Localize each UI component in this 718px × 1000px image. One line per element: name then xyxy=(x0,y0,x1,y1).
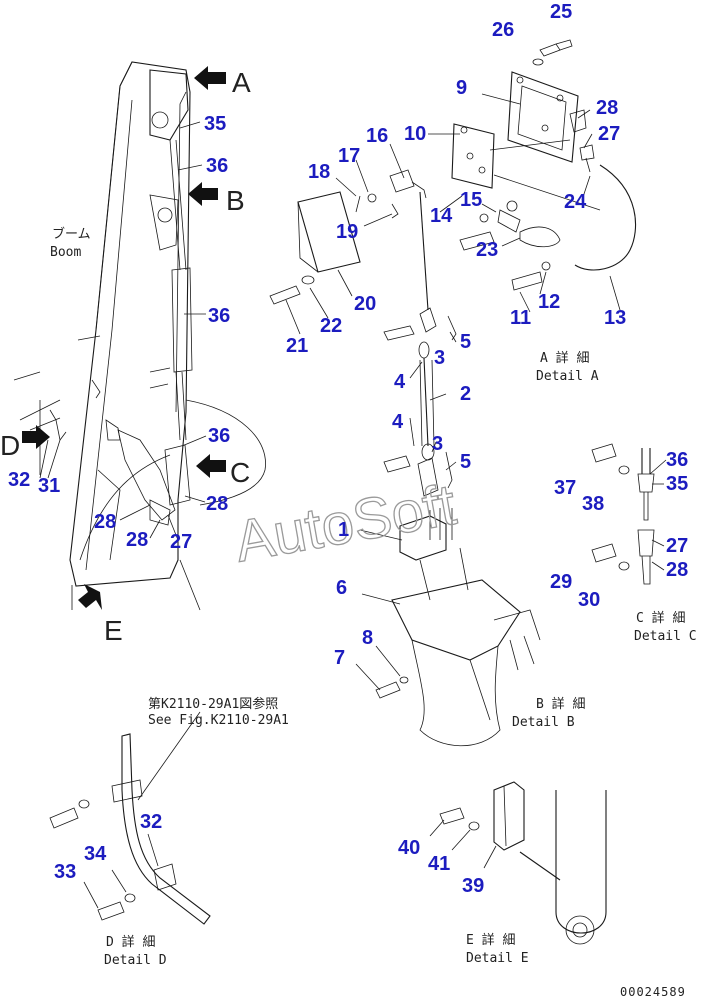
callout-33: 33 xyxy=(54,861,76,883)
callout-1: 1 xyxy=(338,519,349,541)
callout-9: 9 xyxy=(456,77,467,99)
detail-d-drawing xyxy=(49,733,211,925)
see-fig-label-jp: 第K2110-29A1図参照 xyxy=(148,696,278,712)
arrow-b-label: B xyxy=(226,185,245,216)
detail-e-label-jp: E 詳 細 xyxy=(466,932,515,948)
detail-b-drawing xyxy=(375,307,541,747)
arrow-b-icon xyxy=(188,182,218,206)
detail-d-label-en: Detail D xyxy=(104,953,167,968)
callout-38: 38 xyxy=(582,493,604,515)
detail-c-drawing xyxy=(591,443,655,585)
callout-37: 37 xyxy=(554,477,576,499)
detail-c-label-en: Detail C xyxy=(634,629,697,644)
callout-22: 22 xyxy=(320,315,342,337)
callout-23: 23 xyxy=(476,239,498,261)
callout-17: 17 xyxy=(338,145,360,167)
callout-41: 41 xyxy=(428,853,450,875)
arrow-e-icon xyxy=(78,584,102,610)
callout-6: 6 xyxy=(336,577,347,599)
callout-36-d: 36 xyxy=(666,449,688,471)
callout-16: 16 xyxy=(366,125,388,147)
callout-5-a: 5 xyxy=(460,331,471,353)
callout-18: 18 xyxy=(308,161,330,183)
boom-label-jp: ブーム xyxy=(52,226,91,242)
callout-35-a: 35 xyxy=(204,113,226,135)
detail-a-label-en: Detail A xyxy=(536,369,599,384)
callout-28-c: 28 xyxy=(94,511,116,533)
arrow-a-icon xyxy=(194,66,226,90)
callout-14: 14 xyxy=(430,205,453,227)
boom-drawing xyxy=(13,61,266,611)
callout-28-a: 28 xyxy=(596,97,618,119)
detail-b-label-en: Detail B xyxy=(512,715,575,730)
view-arrows xyxy=(22,66,226,610)
callout-3-a: 3 xyxy=(434,347,445,369)
callout-numbers: 25 26 9 28 27 10 16 17 18 15 14 24 19 23… xyxy=(8,1,688,897)
callout-28-e: 28 xyxy=(666,559,688,581)
callout-20: 20 xyxy=(354,293,376,315)
callout-36-c: 36 xyxy=(208,425,230,447)
callout-8: 8 xyxy=(362,627,373,649)
callout-36-a: 36 xyxy=(206,155,228,177)
arrow-d-label: D xyxy=(0,430,20,461)
callout-5-b: 5 xyxy=(460,451,471,473)
callout-27-a: 27 xyxy=(598,123,620,145)
callout-19: 19 xyxy=(336,221,358,243)
callout-29: 29 xyxy=(550,571,572,593)
callout-34: 34 xyxy=(84,843,107,865)
callout-30: 30 xyxy=(578,589,600,611)
detail-e-leaders xyxy=(429,819,497,869)
detail-a-leaders xyxy=(285,93,621,335)
callout-36-b: 36 xyxy=(208,305,230,327)
callout-31: 31 xyxy=(38,475,60,497)
callout-4-b: 4 xyxy=(392,411,404,433)
callout-28-b: 28 xyxy=(206,493,228,515)
arrow-e-label: E xyxy=(104,615,123,646)
boom-leaders xyxy=(39,121,207,541)
callout-11: 11 xyxy=(510,307,531,329)
see-fig-label-en: See Fig.K2110-29A1 xyxy=(148,713,289,728)
callout-3-b: 3 xyxy=(432,433,443,455)
arrow-a-label: A xyxy=(232,67,251,98)
callout-10: 10 xyxy=(404,123,426,145)
callout-28-d: 28 xyxy=(126,529,148,551)
callout-4-a: 4 xyxy=(394,371,406,393)
callout-39: 39 xyxy=(462,875,484,897)
callout-12: 12 xyxy=(538,291,560,313)
callout-40: 40 xyxy=(398,837,420,859)
detail-a-drawing xyxy=(269,39,637,311)
callout-32-a: 32 xyxy=(8,469,30,491)
callout-26: 26 xyxy=(492,19,514,41)
arrow-c-icon xyxy=(196,454,226,478)
arrow-d-icon xyxy=(22,425,50,449)
detail-d-leaders xyxy=(83,711,201,909)
callout-21: 21 xyxy=(286,335,308,357)
detail-d-label-jp: D 詳 細 xyxy=(106,934,155,950)
callout-7: 7 xyxy=(334,647,345,669)
detail-e-drawing xyxy=(439,781,607,945)
callout-15: 15 xyxy=(460,189,482,211)
callout-25: 25 xyxy=(550,1,572,23)
callout-32-b: 32 xyxy=(140,811,162,833)
detail-c-label-jp: C 詳 細 xyxy=(636,610,685,626)
drawing-code: 00024589 xyxy=(620,985,686,999)
detail-b-label-jp: B 詳 細 xyxy=(536,696,585,712)
callout-27-c: 27 xyxy=(666,535,688,557)
callout-13: 13 xyxy=(604,307,626,329)
callout-35-b: 35 xyxy=(666,473,688,495)
callout-27-b: 27 xyxy=(170,531,192,553)
detail-c-leaders xyxy=(649,459,667,571)
callout-24: 24 xyxy=(564,191,587,213)
detail-e-label-en: Detail E xyxy=(466,951,529,966)
arrow-c-label: C xyxy=(230,457,250,488)
boom-label-en: Boom xyxy=(50,245,81,260)
callout-2: 2 xyxy=(460,383,471,405)
detail-b-leaders xyxy=(355,331,457,691)
detail-a-label-jp: A 詳 細 xyxy=(540,350,589,366)
